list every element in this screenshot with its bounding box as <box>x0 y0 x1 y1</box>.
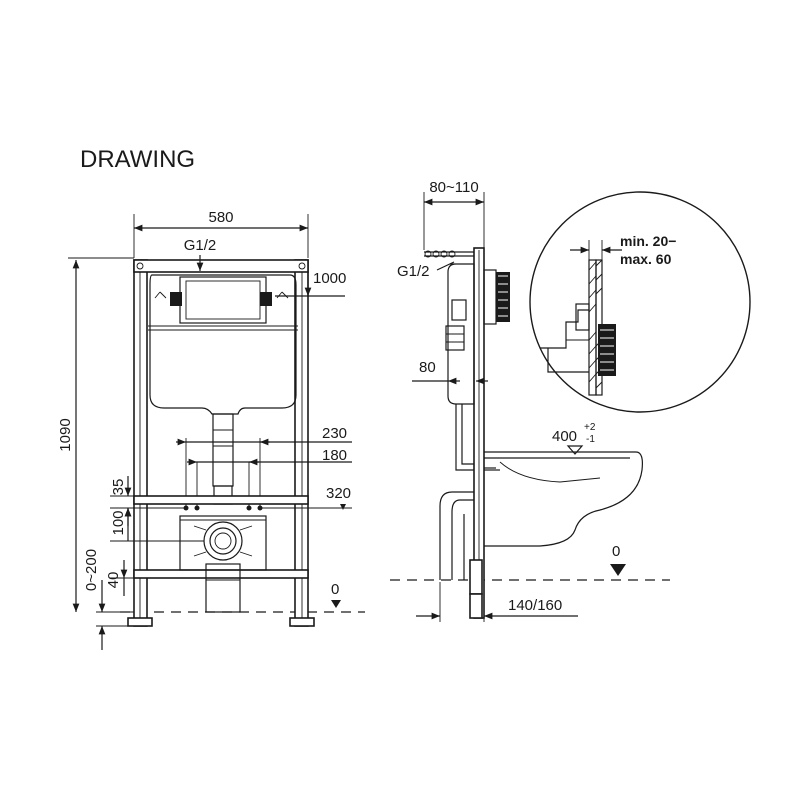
cistern <box>149 274 297 415</box>
flush-pipe <box>212 413 234 487</box>
front-inlet-label: G1/2 <box>184 237 217 254</box>
toilet-bowl <box>484 451 643 547</box>
dim-100: 100 <box>110 510 127 535</box>
dim-35: 35 <box>110 479 127 496</box>
dim-total-height: 1090 <box>57 418 74 451</box>
waste-pipe <box>205 563 241 613</box>
side-cistern <box>447 263 475 405</box>
dim-width: 580 <box>208 209 233 226</box>
wall-detail: min. 20− max. 60 <box>529 191 751 413</box>
dim-waste-height: 320 <box>326 485 351 502</box>
dim-flush-height: 1000 <box>313 270 346 287</box>
detail-thickness-max: max. 60 <box>620 251 672 267</box>
dim-40: 40 <box>105 572 122 589</box>
dim-wc-height: 400 <box>552 428 577 445</box>
front-view: 580 G1/2 1000 1090 230 180 320 35 <box>57 209 365 650</box>
dim-depth: 80~110 <box>429 179 478 196</box>
dim-wall-offset: 140/160 <box>508 597 562 614</box>
dim-offset: 80 <box>419 359 436 376</box>
dim-bolt-spacing-inner: 180 <box>322 447 347 464</box>
side-waste-bend <box>439 491 474 580</box>
drawing-heading: DRAWING <box>80 146 195 173</box>
frame-bottom-rail <box>133 569 309 579</box>
flush-plate-opening <box>179 276 267 324</box>
detail-thickness-min: min. 20− <box>620 233 676 249</box>
detail-circle <box>529 191 751 413</box>
dim-wc-tol-upper: +2 <box>584 422 596 433</box>
frame-mid-rail <box>133 495 309 505</box>
dim-leg-adjust: 0~200 <box>83 549 100 591</box>
side-inlet-label: G1/2 <box>397 263 430 280</box>
frame-top-rail <box>133 259 309 273</box>
dim-bolt-spacing-outer: 230 <box>322 425 347 442</box>
side-view: 80~110 G1/2 80 <box>390 179 670 622</box>
dim-wc-tol-lower: -1 <box>586 434 595 445</box>
front-floor-level: 0 <box>331 581 339 598</box>
side-floor-level: 0 <box>612 543 620 560</box>
